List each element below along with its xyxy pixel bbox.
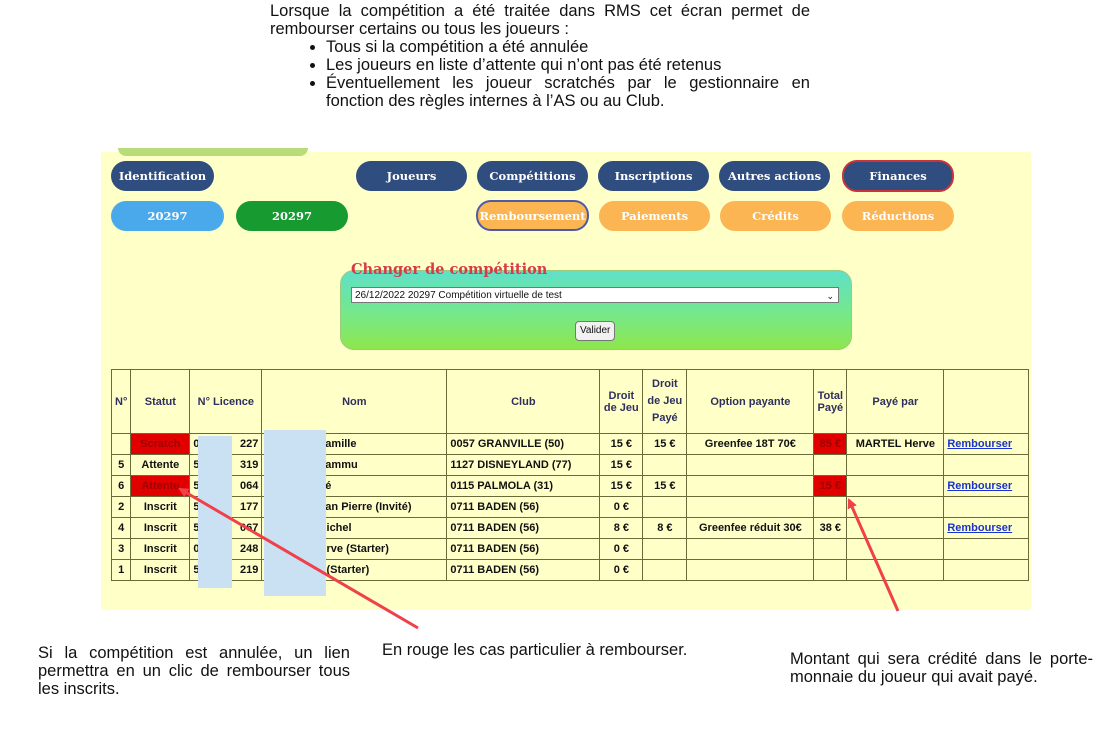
competition-id-green-button[interactable]: 20297 (236, 201, 348, 231)
nom-suffix: rve (Starter) (326, 543, 389, 555)
cell-droit: 15 € (599, 433, 644, 455)
nom-suffix: é (325, 480, 332, 492)
paiements-button[interactable]: Paiements (599, 201, 710, 231)
licence-prefix: 5 (193, 522, 200, 534)
intro-paragraph: Lorsque la compétition a été traitée dan… (270, 2, 810, 38)
licence-prefix: 5 (193, 459, 200, 471)
licence-prefix: 0 (193, 543, 200, 555)
note-left: Si la compétition est annulée, un lien p… (38, 644, 350, 698)
cell-droit: 15 € (599, 475, 644, 497)
note-middle: En rouge les cas particulier à rembourse… (382, 641, 688, 659)
cell-droit: 15 € (599, 454, 644, 476)
credits-button[interactable]: Crédits (720, 201, 831, 231)
reductions-button[interactable]: Réductions (842, 201, 954, 231)
header-action (943, 369, 1030, 434)
nav-identification-button[interactable]: Identification (111, 161, 214, 191)
header-droit-jeu-paye: Droit de Jeu Payé (642, 369, 688, 434)
licence-privacy-mask (198, 436, 232, 588)
valider-button[interactable]: Valider (575, 321, 616, 341)
nav-inscriptions-button[interactable]: Inscriptions (598, 161, 709, 191)
arrow-to-total (847, 498, 900, 612)
header-total-paye: Total Payé (813, 369, 848, 434)
nom-suffix: amille (325, 438, 357, 450)
licence-suffix: 177 (239, 501, 259, 513)
competition-select-value: 26/12/2022 20297 Compétition virtuelle d… (355, 290, 562, 301)
cell-club: 0711 BADEN (56) (446, 559, 601, 581)
note-right: Montant qui sera crédité dans le porte-m… (790, 650, 1093, 686)
intro-bullet: Les joueurs en liste d’attente qui n’ont… (326, 56, 810, 74)
licence-suffix: 219 (239, 564, 259, 576)
licence-prefix: 5 (193, 564, 200, 576)
top-decoration (118, 148, 308, 156)
intro-bullets: Tous si la compétition a été annulée Les… (270, 38, 810, 110)
header-statut: Statut (130, 369, 191, 434)
header-droit-jeu: Droit de Jeu (599, 369, 644, 434)
cell-statut: Inscrit (130, 559, 191, 581)
licence-suffix: 248 (239, 543, 259, 555)
intro-text: Lorsque la compétition a été traitée dan… (270, 2, 810, 110)
competition-select[interactable]: 26/12/2022 20297 Compétition virtuelle d… (351, 287, 839, 303)
arrow-to-attente (178, 487, 419, 630)
cell-n: 1 (110, 559, 132, 581)
cell-droit: 0 € (599, 538, 644, 560)
cell-statut: Attente (130, 454, 191, 476)
cell-option: Greenfee 18T 70€ (686, 433, 815, 455)
licence-suffix: 064 (239, 480, 259, 492)
competition-id-blue-button[interactable]: 20297 (111, 201, 224, 231)
cell-n: 6 (110, 475, 132, 497)
remboursement-button[interactable]: Remboursement (476, 200, 589, 231)
licence-prefix: 5 (193, 501, 200, 513)
licence-suffix: 227 (239, 438, 259, 450)
nav-autres-actions-button[interactable]: Autres actions (719, 161, 830, 191)
header-n: N° (110, 369, 132, 434)
chevron-down-icon: ⌄ (826, 291, 834, 301)
nav-competitions-button[interactable]: Compétitions (477, 161, 588, 191)
cell-droit: 0 € (599, 559, 644, 581)
cell-club: 0057 GRANVILLE (50) (446, 433, 601, 455)
cell-droit-paye: 15 € (642, 475, 688, 497)
header-paye-par: Payé par (846, 369, 945, 434)
changer-competition-title: Changer de compétition (351, 261, 548, 278)
intro-bullet: Tous si la compétition a été annulée (326, 38, 810, 56)
nom-suffix: ammu (325, 459, 358, 471)
nom-suffix: an Pierre (Invité) (325, 501, 412, 513)
header-nom: Nom (261, 369, 448, 434)
cell-total: 15 € (813, 475, 848, 497)
licence-prefix: 0 (193, 438, 200, 450)
changer-competition-box: Changer de compétition 26/12/2022 20297 … (340, 261, 852, 350)
table-header-row: N° Statut N° Licence Nom Club Droit de J… (110, 369, 1030, 434)
licence-suffix: 319 (239, 459, 259, 471)
cell-statut: Scratch (130, 433, 191, 455)
nom-suffix: (Starter) (326, 564, 370, 576)
licence-prefix: 5 (193, 480, 200, 492)
cell-action (943, 559, 1030, 581)
nav-joueurs-button[interactable]: Joueurs (356, 161, 467, 191)
nav-finances-button[interactable]: Finances (842, 160, 954, 192)
intro-bullet: Éventuellement les joueur scratchés par … (326, 74, 810, 110)
cell-action[interactable]: Rembourser (943, 517, 1030, 539)
